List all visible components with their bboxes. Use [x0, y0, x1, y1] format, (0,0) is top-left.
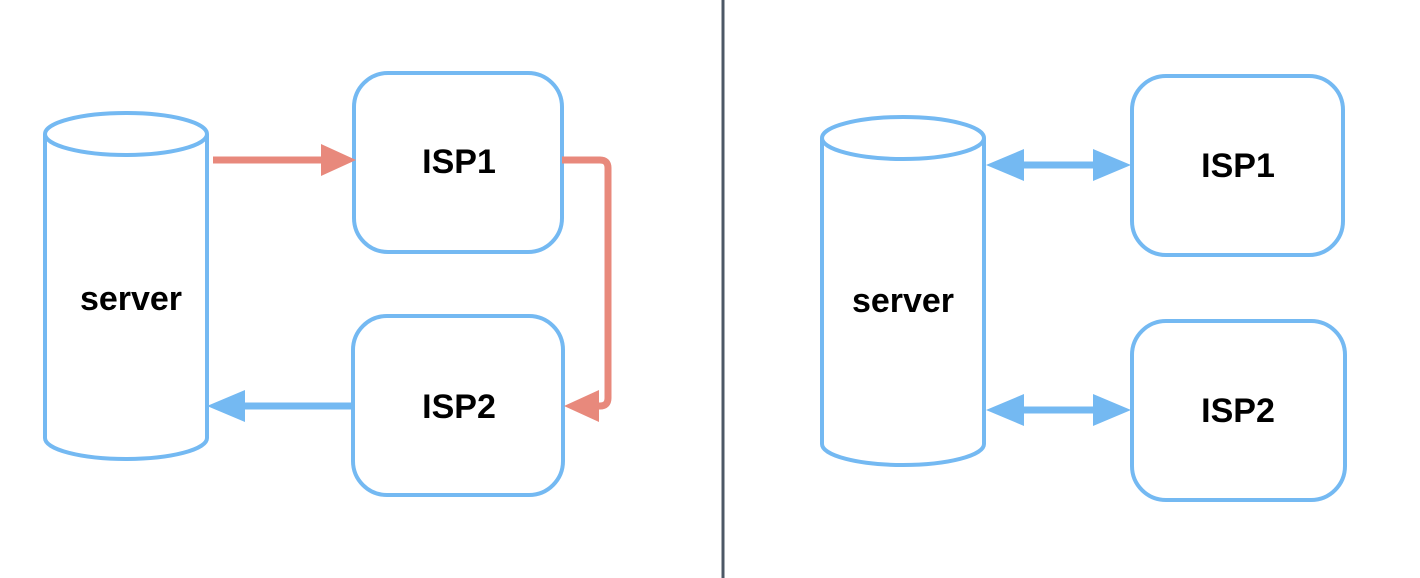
- isp1-node: ISP1: [352, 71, 564, 254]
- right-diagram-panel: server ISP1 ISP2: [820, 74, 1347, 502]
- server-isp1-left-arrowhead: [986, 149, 1024, 181]
- server-to-isp1-arrowhead: [321, 144, 356, 176]
- server-cylinder: server: [820, 115, 986, 467]
- isp1-node: ISP1: [1130, 74, 1345, 257]
- isp2-to-server-arrowhead: [207, 390, 245, 422]
- server-cylinder-top: [43, 111, 209, 157]
- isp1-label: ISP1: [1201, 147, 1275, 185]
- server-isp1-right-arrowhead: [1093, 149, 1131, 181]
- left-diagram-panel: server ISP1 ISP2: [43, 71, 612, 497]
- server-isp2-left-arrowhead: [986, 394, 1024, 426]
- isp2-box: [1130, 319, 1347, 502]
- isp2-label: ISP2: [422, 388, 496, 426]
- server-label: server: [852, 282, 954, 320]
- isp2-to-server-arrow: [207, 390, 353, 422]
- server-cylinder-top: [820, 115, 986, 161]
- isp1-to-isp2-arrowhead: [564, 390, 599, 422]
- server-isp2-bidirectional-arrow: [986, 394, 1131, 426]
- server-to-isp1-arrow: [213, 144, 356, 176]
- isp2-node: ISP2: [1130, 319, 1347, 502]
- server-isp2-right-arrowhead: [1093, 394, 1131, 426]
- server-isp1-bidirectional-arrow: [986, 149, 1131, 181]
- isp1-box: [1130, 74, 1345, 257]
- isp2-node: ISP2: [351, 314, 565, 497]
- isp2-label: ISP2: [1201, 392, 1275, 430]
- server-cylinder: server: [43, 111, 209, 461]
- server-cylinder-body: [43, 134, 209, 461]
- server-label: server: [80, 280, 182, 318]
- isp1-to-isp2-arrow: [562, 156, 612, 422]
- server-cylinder-body: [820, 138, 986, 467]
- isp1-label: ISP1: [422, 143, 496, 181]
- isp1-to-isp2-arrow-path: [562, 156, 612, 410]
